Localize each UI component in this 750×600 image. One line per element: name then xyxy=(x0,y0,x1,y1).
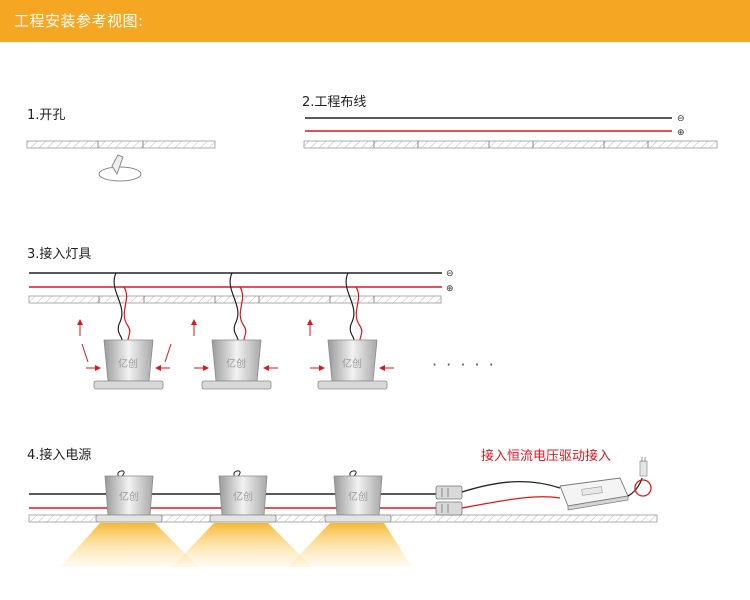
step-2-label: 2.工程布线 xyxy=(302,95,366,110)
led-fixture-installed: 亿创 xyxy=(95,470,163,523)
step-4-label: 4.接入电源 xyxy=(27,447,91,463)
led-fixture-installed: 亿创 xyxy=(324,470,392,523)
ceiling-board-step2 xyxy=(303,140,718,149)
fixture-brand-label: 亿创 xyxy=(342,357,362,370)
positive-terminal-icon: ⊕ xyxy=(446,284,454,294)
step-1-label: 1.开孔 xyxy=(27,108,65,123)
driver-connection-label: 接入恒流电压驱动接入 xyxy=(481,448,611,464)
fixture-brand-label: 亿创 xyxy=(233,490,253,503)
led-fixture: 亿创 xyxy=(307,272,394,390)
wire-connector-positive xyxy=(435,501,463,516)
led-fixture: 亿创 xyxy=(77,272,172,390)
constant-current-driver xyxy=(559,477,629,511)
header-bar: 工程安装参考视图: xyxy=(0,0,750,42)
fixture-brand-label: 亿创 xyxy=(348,490,368,503)
more-fixtures-ellipsis: · · · · · xyxy=(432,355,496,374)
wire-connector-negative xyxy=(435,485,463,500)
driver-wire-negative xyxy=(461,480,561,493)
fixture-brand-label: 亿创 xyxy=(119,490,139,503)
negative-terminal-icon: ⊖ xyxy=(677,114,685,124)
light-beams xyxy=(60,523,412,567)
positive-terminal-icon: ⊕ xyxy=(677,128,685,138)
negative-terminal-icon: ⊖ xyxy=(446,269,454,279)
ceiling-board-step1 xyxy=(26,140,216,149)
mains-plug xyxy=(627,457,652,497)
fixture-brand-label: 亿创 xyxy=(118,357,138,370)
led-fixture-installed: 亿创 xyxy=(209,470,277,523)
page-title: 工程安装参考视图: xyxy=(14,12,144,30)
led-fixture: 亿创 xyxy=(191,272,278,390)
hole-cutout xyxy=(98,154,142,182)
fixture-brand-label: 亿创 xyxy=(226,357,246,370)
step-3-label: 3.接入灯具 xyxy=(27,246,91,262)
driver-wire-positive xyxy=(461,496,561,509)
